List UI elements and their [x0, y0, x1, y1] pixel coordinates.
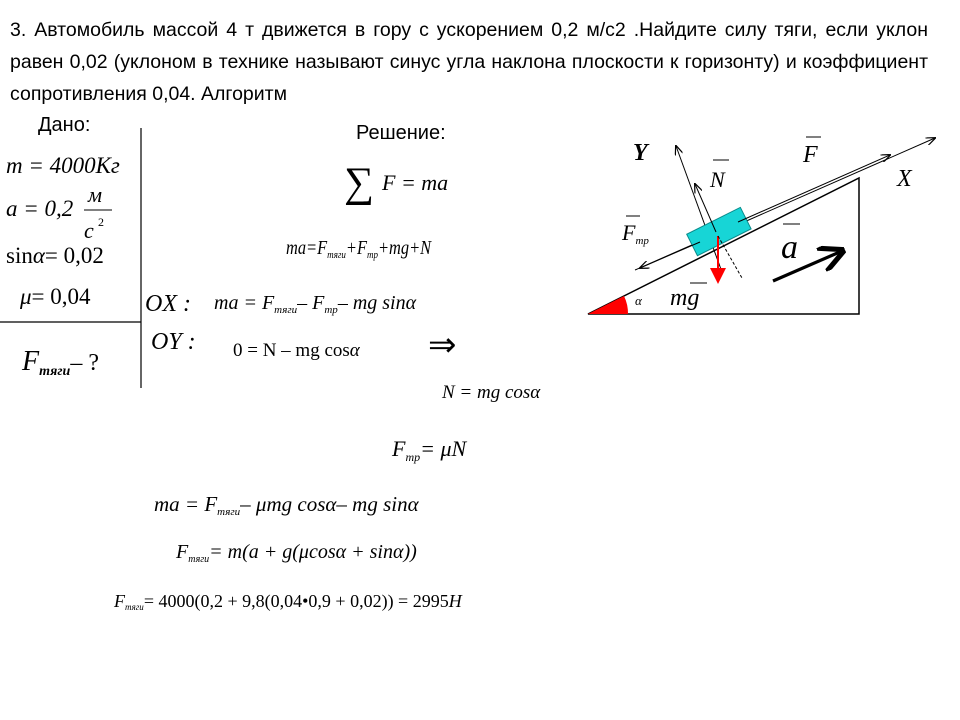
traction-force-arrow [737, 155, 890, 223]
acceleration-label: a [781, 229, 798, 266]
gravity-projection [717, 235, 743, 279]
problem-statement: 3. Автомобиль массой 4 т движется в гору… [10, 19, 928, 105]
newton-sigma: ∑ [344, 160, 374, 206]
given-accel-unit-exp: 2 [98, 215, 104, 229]
given-title: Дано: [38, 114, 91, 136]
substituted-equation: ma = Fтяги– μmg cosα– mg sinα [154, 492, 420, 518]
newton-equation: F = ma [381, 170, 448, 195]
ox-label: OX : [145, 291, 191, 317]
gravity-label: mg [670, 285, 699, 311]
vector-equation: ma=Fтяги+Fтр+mg+N [286, 237, 433, 262]
numeric-result: Fтяги= 4000(0,2 + 9,8(0,04•0,9 + 0,02)) … [113, 591, 463, 612]
general-formula: Fтяги= m(a + g(μcosα + sinα)) [175, 541, 417, 565]
friction-force-arrow [640, 241, 701, 268]
incline-angle-wedge [588, 296, 629, 314]
oy-equation: 0 = N – mg cosα [233, 340, 361, 361]
implies-arrow: ⇒ [428, 327, 457, 364]
y-axis-label: Y [633, 140, 650, 166]
ox-equation: ma = Fтяги– Fтр– mg sinα [214, 292, 417, 316]
given-mu: μ= 0,04 [19, 284, 91, 309]
solution-title: Решение: [356, 122, 446, 144]
normal-force-equation: N = mg cosα [441, 382, 541, 403]
given-accel-unit-num: м [87, 182, 102, 207]
given-mass: m = 4000Кг [6, 153, 120, 178]
alpha-label: α [635, 293, 643, 308]
y-axis [676, 146, 723, 273]
traction-force-label: F [802, 142, 818, 168]
friction-equation: Fтр= μN [391, 436, 468, 464]
x-axis-label: X [896, 166, 913, 192]
normal-force-arrow [695, 184, 717, 233]
given-accel-unit-den: c [84, 218, 94, 243]
acceleration-arrow [772, 251, 842, 283]
normal-force-label: N [709, 167, 726, 192]
oy-label: OY : [151, 329, 196, 355]
given-acceleration: a = 0,2 [6, 196, 73, 221]
friction-force-label: Fтр [621, 220, 649, 247]
given-sine: sinα= 0,02 [6, 243, 104, 268]
given-find: Fтяги– ? [21, 346, 99, 379]
